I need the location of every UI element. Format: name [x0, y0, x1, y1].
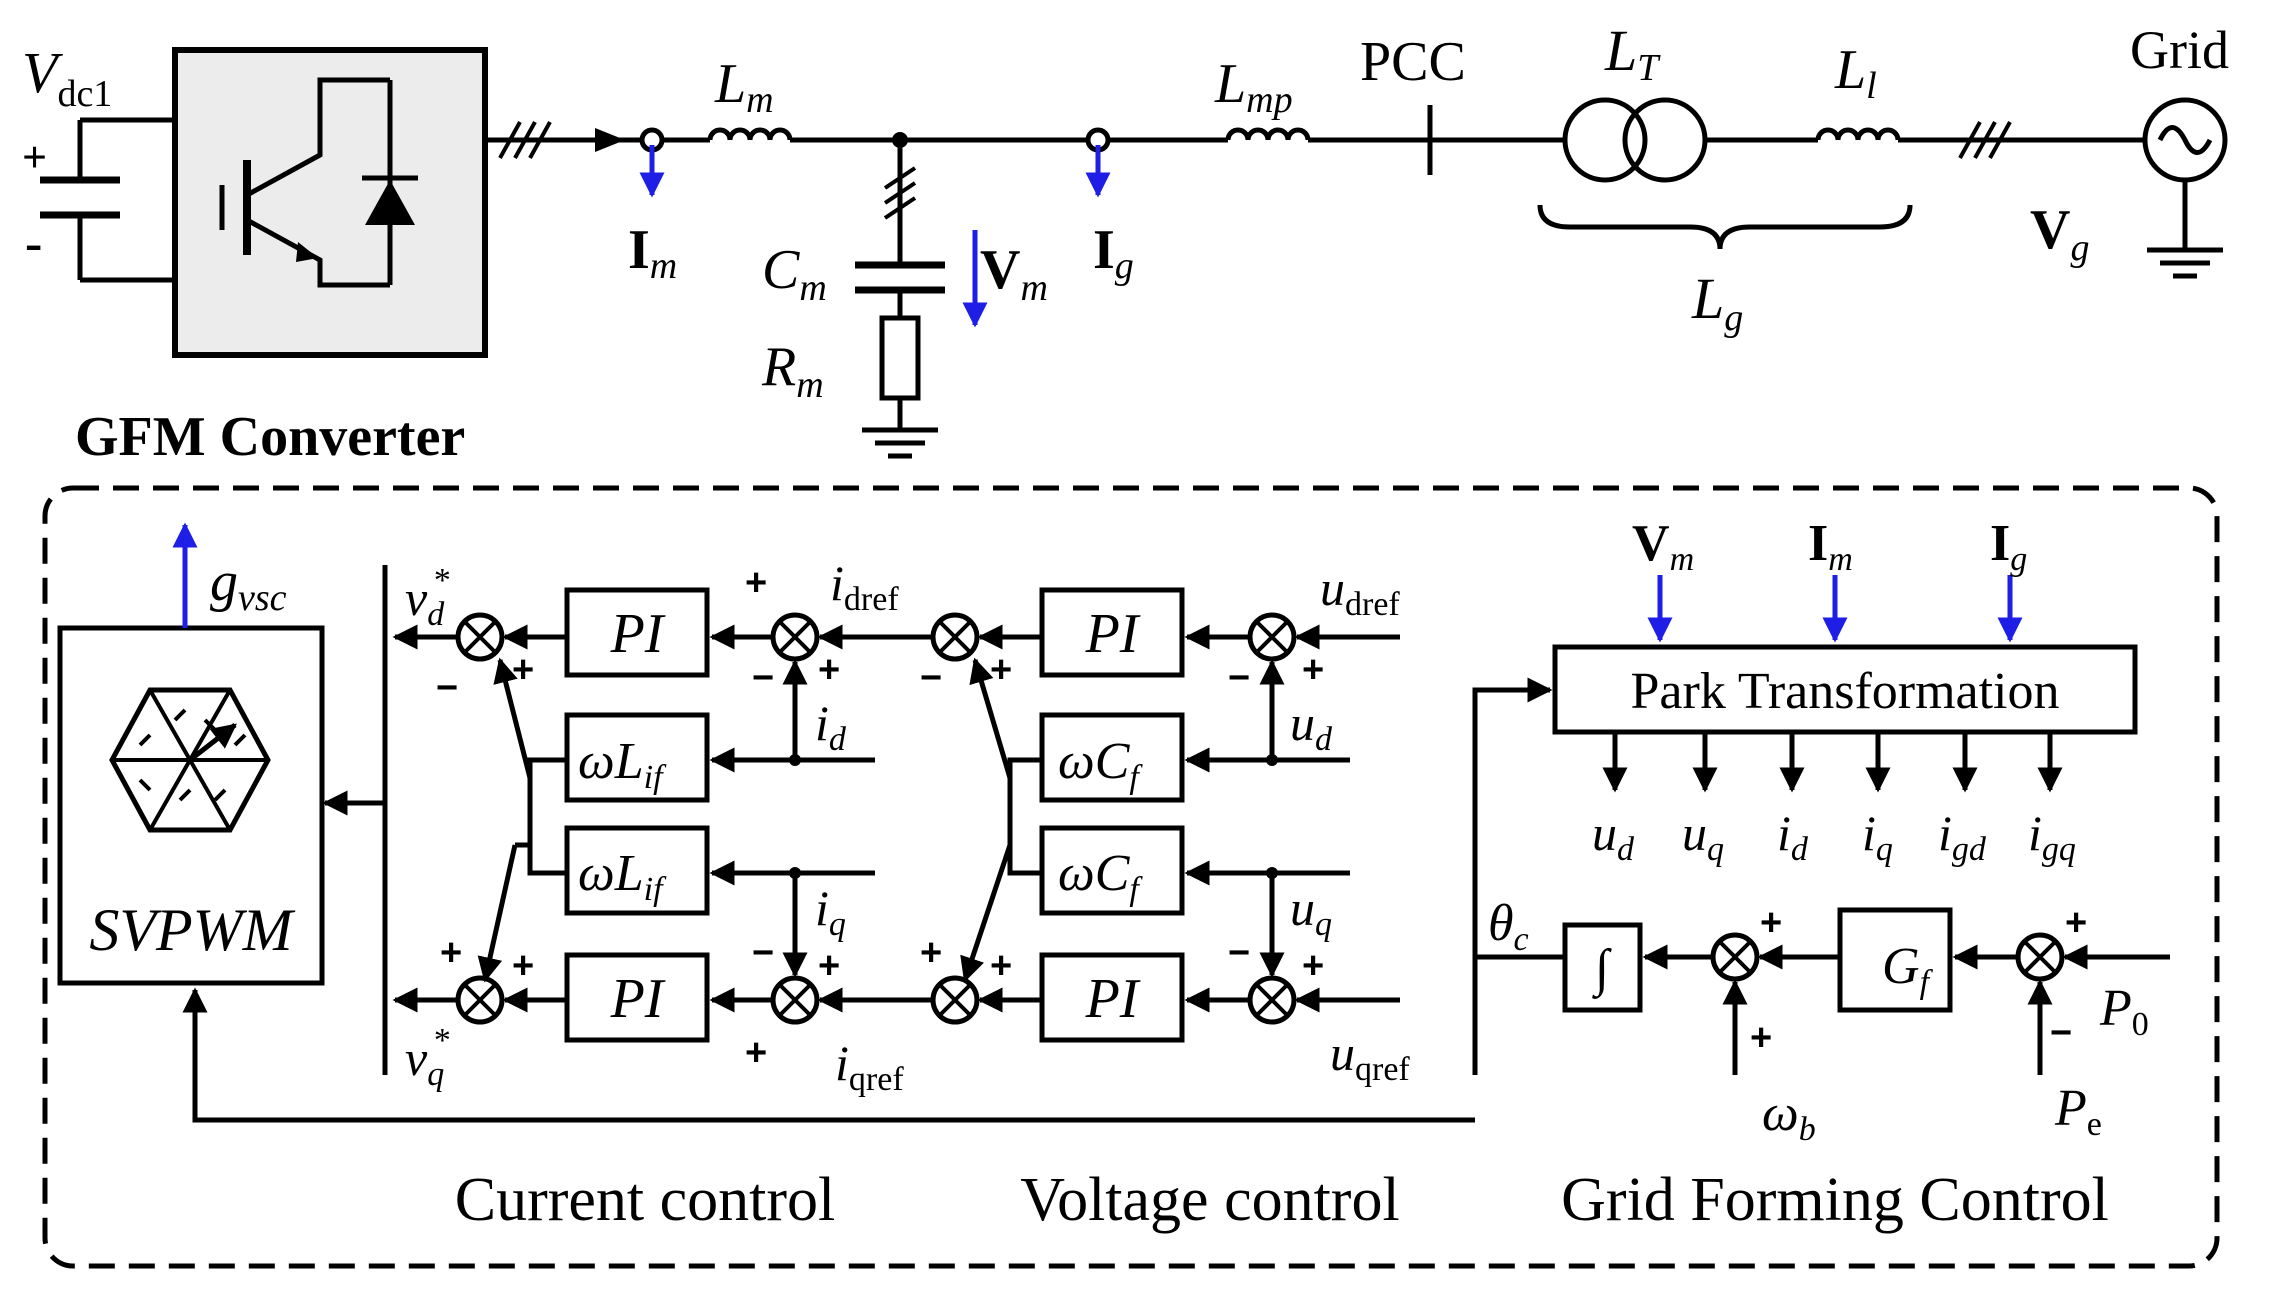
- park-label: Park Transformation: [1631, 663, 2060, 720]
- park-input-ig: Ig: [1990, 515, 2027, 578]
- svg-text:−: −: [1228, 657, 1250, 699]
- svpwm-label: SVPWM: [89, 897, 295, 963]
- svg-text:+: +: [990, 945, 1012, 987]
- pi-current-q: PI: [610, 968, 666, 1030]
- idref-label: idref: [830, 555, 899, 618]
- svg-text:+: +: [512, 649, 534, 691]
- lg-label: Lg: [1691, 266, 1743, 339]
- pi-voltage-q: PI: [1085, 968, 1141, 1030]
- measurement-arrows: [639, 145, 1111, 328]
- p0-label: P0: [2099, 980, 2149, 1043]
- gfm-converter-title: GFM Converter: [75, 406, 465, 468]
- pi-current-d: PI: [610, 603, 666, 665]
- park-output-id: id: [1777, 805, 1809, 868]
- svg-text:−: −: [752, 657, 774, 699]
- svg-text:−: −: [1228, 932, 1250, 974]
- lmp-label: Lmp: [1214, 53, 1293, 121]
- uq-label: uq: [1290, 880, 1332, 943]
- pe-label: Pe: [2054, 1080, 2102, 1143]
- udref-label: udref: [1320, 560, 1400, 623]
- wcf-q-label: ωCf: [1058, 845, 1143, 908]
- integrator-label: ∫: [1592, 940, 1612, 999]
- uqref-label: uqref: [1330, 1025, 1410, 1088]
- grid-forming-control-label: Grid Forming Control: [1561, 1166, 2109, 1234]
- svg-text:+: +: [1760, 902, 1782, 944]
- current-loop-d: [392, 587, 875, 848]
- vm-label: Vm: [980, 239, 1048, 309]
- svg-text:+: +: [1750, 1017, 1772, 1059]
- voltage-loop-q: [817, 657, 1400, 1043]
- svg-text:+: +: [512, 945, 534, 987]
- iqref-label: iqref: [835, 1035, 904, 1098]
- svg-text:+: +: [745, 562, 767, 604]
- vq-star-label: vq*: [405, 1022, 449, 1093]
- gvsc-label: gvsc: [210, 551, 287, 619]
- park-transform-block: Park Transformation: [1472, 575, 2138, 1075]
- id-label: id: [815, 695, 847, 758]
- pcc-label: PCC: [1360, 31, 1466, 93]
- svg-text:−: −: [2050, 1012, 2072, 1054]
- iq-label: iq: [815, 880, 846, 943]
- park-output-igd: igd: [1938, 805, 1987, 868]
- dc-plus: +: [22, 133, 47, 182]
- svg-text:+: +: [745, 1032, 767, 1074]
- svpwm-block: SVPWM: [57, 625, 325, 986]
- wlif-d-label: ωLif: [578, 733, 667, 796]
- control-boundary: [42, 485, 2220, 1269]
- park-output-ud: ud: [1592, 805, 1635, 868]
- svg-text:+: +: [1302, 649, 1324, 691]
- grid-forming-control: ∫: [182, 907, 2170, 1123]
- ig-label: Ig: [1093, 219, 1134, 287]
- park-output-uq: uq: [1682, 805, 1724, 868]
- svg-text:+: +: [920, 932, 942, 974]
- svg-text:+: +: [818, 945, 840, 987]
- theta-label: θc: [1488, 895, 1529, 958]
- vd-star-label: vd*: [405, 562, 449, 633]
- ll-label: Ll: [1834, 39, 1877, 107]
- vg-label: Vg: [2030, 199, 2089, 269]
- lt-label: LT: [1604, 18, 1661, 89]
- svg-text:+: +: [818, 649, 840, 691]
- park-output-igq: igq: [2028, 805, 2076, 868]
- svg-text:+: +: [440, 932, 462, 974]
- igbt-bridge-block: [172, 47, 488, 358]
- cm-label: Cm: [762, 239, 827, 309]
- svg-text:−: −: [920, 657, 942, 699]
- svg-text:+: +: [990, 649, 1012, 691]
- dc-source: + - Vdc1: [22, 40, 175, 283]
- im-label: Im: [628, 219, 677, 287]
- park-output-iq: iq: [1862, 805, 1893, 868]
- current-loop-q: [392, 657, 875, 1043]
- voltage-loop-d: [817, 587, 1400, 845]
- lm-label: Lm: [714, 53, 774, 121]
- shunt-branch: [855, 132, 945, 459]
- svg-text:+: +: [2065, 902, 2087, 944]
- svg-text:−: −: [752, 932, 774, 974]
- power-line: [485, 97, 2145, 250]
- park-input-im: Im: [1808, 515, 1853, 578]
- current-control-label: Current control: [455, 1166, 836, 1234]
- grid-label: Grid: [2130, 20, 2229, 80]
- park-input-vm: Vm: [1632, 515, 1694, 578]
- ud-label: ud: [1290, 695, 1333, 758]
- svg-text:+: +: [1302, 945, 1324, 987]
- gfm-junction-signs: + + + −: [1750, 902, 2087, 1059]
- wlif-q-label: ωLif: [578, 845, 667, 908]
- pi-voltage-d: PI: [1085, 603, 1141, 665]
- svg-text:−: −: [436, 667, 458, 709]
- grid-source: [2142, 97, 2228, 279]
- junction-signs: − + + − + − + − + + + + − + + + − +: [436, 562, 1324, 1074]
- rm-label: Rm: [761, 336, 824, 406]
- voltage-control-label: Voltage control: [1020, 1166, 1399, 1234]
- omega-b-label: ωb: [1762, 1085, 1816, 1148]
- dc-voltage-label: Vdc1: [22, 40, 112, 115]
- dc-minus: -: [25, 215, 42, 272]
- gf-label: Gf: [1882, 938, 1934, 1001]
